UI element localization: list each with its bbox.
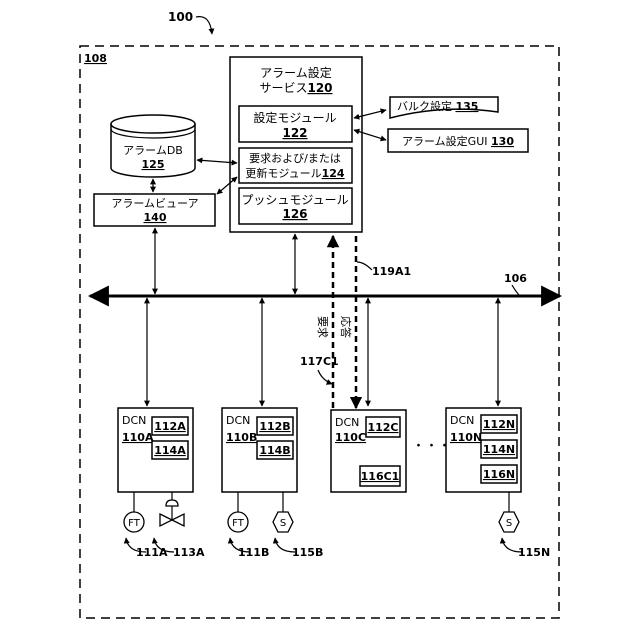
bus-label: 106 (504, 272, 527, 285)
dcn-module-ref: 116C1 (361, 470, 400, 483)
device-ref: 115N (518, 546, 550, 559)
arrow-119-label: 119A1 (372, 265, 411, 278)
bulk-settings-document: バルク設定 135 (390, 97, 498, 118)
dcn-label: DCN (226, 414, 250, 427)
device-symbol: FT (128, 518, 141, 529)
db-label: アラームDB (123, 144, 183, 157)
dcn-ellipsis: ・・・ (412, 439, 451, 454)
device-ref: 111A (136, 546, 168, 559)
setting-module-label: 設定モジュール (253, 110, 336, 125)
dcn-module-ref: 112B (259, 420, 290, 433)
dcn-110n: DCN 110N 112N 114N 116N (446, 408, 521, 492)
gui-label: アラーム設定GUI 130 (402, 134, 514, 148)
dcn-module-ref: 114N (483, 443, 515, 456)
device-symbol: S (280, 518, 286, 529)
dcn-label: DCN (122, 414, 146, 427)
dcn-module-ref: 114B (259, 444, 290, 457)
bus-label-leader (512, 285, 520, 296)
dcn-module-ref: 112N (483, 418, 515, 431)
service-title-line1: アラーム設定 (260, 65, 332, 80)
ref-100-arrow (196, 17, 212, 34)
device-ref: 115B (292, 546, 323, 559)
valve-icon (160, 500, 184, 526)
ref-108-label: 108 (84, 52, 107, 65)
dcn-ref: 110B (226, 431, 257, 444)
dcn-ref: 110A (122, 431, 154, 444)
alarm-db: アラームDB 125 (111, 115, 195, 177)
push-module-ref: 126 (282, 207, 307, 221)
dcn-ref: 110C (335, 431, 366, 444)
alarm-settings-service: アラーム設定 サービス120 設定モジュール 122 要求および/または 更新モ… (230, 57, 362, 232)
request-module-line2: 更新モジュール124 (245, 166, 345, 180)
request-label: 要求 (316, 316, 329, 338)
device-ref: 113A (173, 546, 205, 559)
dcn-110b: DCN 110B 112B 114B (222, 408, 297, 492)
dcn-ref: 110N (450, 431, 482, 444)
dcn-module-ref: 116N (483, 468, 515, 481)
arrow-117-label: 117C1 (300, 355, 339, 368)
device-symbol: S (506, 518, 512, 529)
viewer-ref: 140 (144, 211, 167, 224)
arrow-117-leader (318, 370, 332, 384)
db-ref: 125 (142, 158, 165, 171)
dcn-label: DCN (335, 416, 359, 429)
arrow-119-leader (357, 262, 372, 270)
device-symbol: FT (232, 518, 245, 529)
dcn-module-ref: 112A (154, 420, 186, 433)
dcn-label: DCN (450, 414, 474, 427)
device-ref: 111B (238, 546, 269, 559)
dcn-module-ref: 114A (154, 444, 186, 457)
dcn-110a: DCN 110A 112A 114A (118, 408, 193, 492)
dcn-module-ref: 112C (367, 421, 398, 434)
service-title-line2: サービス120 (259, 81, 332, 95)
response-label: 応答 (339, 316, 353, 338)
bulk-label: バルク設定 135 (397, 99, 478, 113)
viewer-label: アラームビューア (111, 197, 198, 210)
push-module-label: プッシュモジュール (241, 193, 348, 207)
ref-100-label: 100 (168, 10, 193, 24)
dcn-110c: DCN 110C 112C 116C1 (331, 410, 406, 492)
setting-module-ref: 122 (282, 126, 307, 140)
request-module-line1: 要求および/または (249, 152, 341, 165)
